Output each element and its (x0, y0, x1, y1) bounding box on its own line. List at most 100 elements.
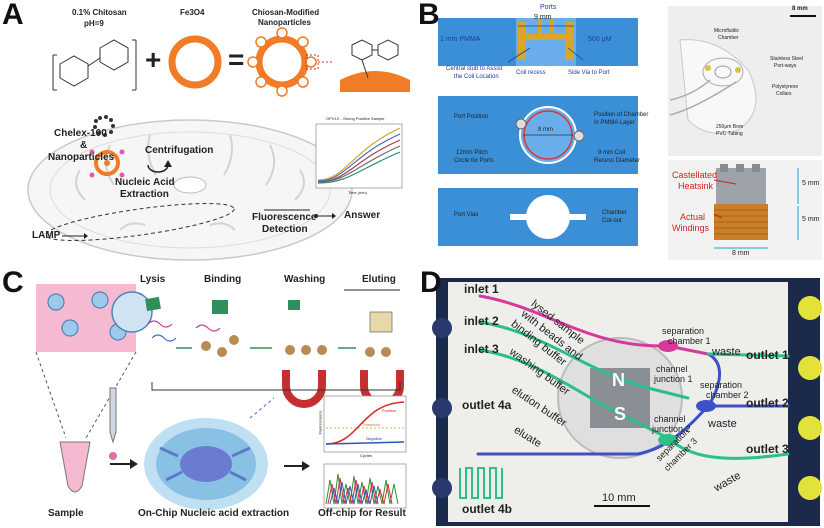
binding-label: Binding (204, 274, 242, 285)
stub-line2: the Coil Location (454, 74, 499, 80)
extraction-line1: Nucleic Acid (115, 177, 175, 188)
outlet3-label: outlet 3 (746, 442, 789, 456)
panel-d-label: D (420, 268, 442, 299)
coil-line2: Recess Diameter (594, 158, 641, 164)
dim8b-label: 8 mm (732, 250, 750, 257)
junction2-line2: junction 2 (652, 424, 691, 434)
panel-c-graphics (35, 284, 407, 510)
separation-chamber-2 (696, 400, 716, 412)
separation-chamber-1 (658, 340, 678, 352)
fluorescence-plot (264, 123, 403, 219)
inlet1-label: inlet 1 (464, 282, 499, 296)
pcr-plot (323, 395, 407, 453)
waste1-label: waste (712, 346, 741, 358)
micro-chamber-line2: Chamber (718, 35, 739, 41)
lamp-label: LAMP (32, 230, 61, 241)
sep1-line1: separation (662, 326, 705, 336)
washing-label: Washing (284, 274, 326, 285)
stub-line1: Central stub to Assist (446, 66, 503, 72)
junction1-line2: junction 1 (654, 374, 693, 384)
port-vias-label: Port Vias (454, 212, 479, 218)
windings-line1: Actual (680, 212, 706, 222)
plot-xlabel: Time (min) (348, 190, 367, 195)
chamber-cut-line1: Chamber (602, 210, 627, 216)
pvc-line2: PVC Tubing (716, 131, 743, 137)
panel-b-label: B (418, 0, 440, 31)
panel-c: C Lysis Binding Washing Eluting Sample O… (0, 268, 415, 528)
sample-label: Sample (48, 508, 84, 519)
np-label-line1: Chiosan-Modified (252, 8, 320, 17)
chitosan-label: 0.1% Chitosan (72, 8, 127, 17)
fluorescence-line2: Detection (262, 224, 308, 235)
negative-label: Negative (366, 436, 382, 441)
chelex-line3: Nanoparticles (48, 152, 115, 163)
fluorescence-line1: Fluorescence (252, 212, 317, 223)
centrifugation-label: Centrifugation (145, 145, 214, 156)
outlet1-label: outlet 1 (746, 348, 789, 362)
eluting-label: Eluting (362, 274, 396, 285)
sequencing-chromatogram (323, 463, 407, 509)
sep2-line1: separation (700, 380, 743, 390)
onchip-disc (144, 397, 275, 510)
chelex-line2: & (80, 140, 88, 151)
channel-green-top (478, 320, 690, 400)
lysis-label: Lysis (140, 274, 166, 285)
step-icons (145, 289, 404, 408)
panel-b: B Ports 1 mm PMMA 9 mm 500 μM Central st… (418, 0, 824, 262)
fluorescence-axis-label: Fluorescence (317, 410, 323, 435)
plus-sign: + (145, 44, 162, 75)
magnet-n-label: N (612, 370, 625, 390)
channel-pink (478, 294, 710, 356)
pitch-line1: 12mm Pitch (456, 150, 488, 156)
fe3o4-label: Fe3O4 (180, 8, 205, 17)
equals-sign: = (228, 44, 245, 75)
onchip-label: On-Chip Nucleic acid extraction (138, 508, 290, 519)
side-via-label: Side Via to Port (568, 70, 610, 76)
answer-label: Answer (344, 210, 381, 221)
pmma-label: 1 mm PMMA (440, 36, 481, 43)
chamber-pos-line2: in PMMA Layer (594, 120, 635, 126)
chamber-pos-line1: Position of Chamber (594, 112, 649, 118)
sample-tube (59, 441, 91, 493)
extraction-line2: Extraction (120, 189, 169, 200)
sep1-line2: chamber 1 (668, 336, 711, 346)
dim500-label: 500 μM (588, 36, 612, 43)
positive-label: Positive (382, 408, 397, 413)
chelex-line1: Chelex-100 (54, 128, 107, 139)
panel-a-label: A (2, 0, 24, 31)
cycles-label: Cycles (360, 453, 373, 458)
ph-label: pH=9 (84, 19, 104, 28)
pvc-line1: 250μm Bore (716, 124, 744, 130)
panel-a-graphics (27, 27, 410, 261)
scale-label: 10 mm (602, 492, 636, 504)
chamber-cut-line2: Cut-out (602, 218, 622, 224)
sep2-line2: chamber 2 (706, 390, 749, 400)
inlet3-label: inlet 3 (464, 342, 499, 356)
width9-label: 9 mm (534, 14, 552, 21)
outlet4a-label: outlet 4a (462, 398, 512, 412)
coil-recess-label: Coil recess (516, 70, 546, 76)
magnet-s-label: S (614, 404, 627, 424)
chitosan-structure (52, 39, 137, 91)
channel-outlet1 (706, 352, 790, 358)
waste2-label: waste (708, 418, 737, 430)
threshold-label: Threshold (362, 422, 380, 427)
dim5b-label: 5 mm (802, 216, 820, 223)
heatsink-line2: Heatsink (678, 181, 714, 191)
steel-line1: Stainless Steel (770, 56, 804, 62)
dim5a-label: 5 mm (802, 180, 820, 187)
offchip-label: Off-chip for Result (318, 508, 406, 519)
np-label-line2: Nanoparticles (258, 18, 311, 27)
junction2-line1: channel (654, 414, 686, 424)
windings-line2: Windings (672, 223, 710, 233)
heatsink-line1: Castellated (672, 170, 718, 180)
pitch-line2: Circle for Ports (454, 158, 494, 164)
panel-b-graphics (438, 6, 822, 260)
serpentine-channel (459, 467, 503, 499)
inlet2-label: inlet 2 (464, 314, 499, 328)
outlet4b-label: outlet 4b (462, 502, 512, 516)
photo-scale-label: 8 mm (792, 6, 808, 12)
ports-label: Ports (540, 4, 557, 11)
steel-line2: Port-ways (774, 63, 797, 69)
micro-chamber-line1: Microfluidic (714, 28, 740, 34)
